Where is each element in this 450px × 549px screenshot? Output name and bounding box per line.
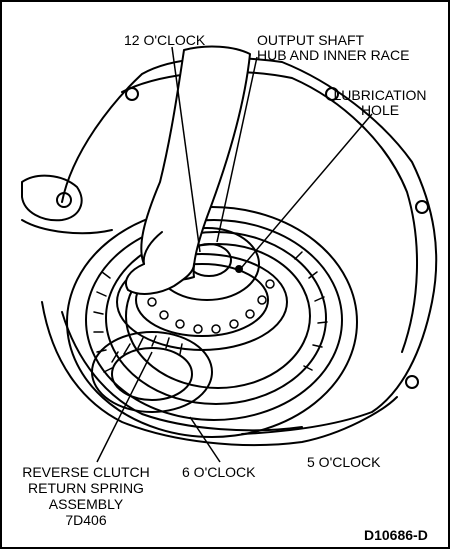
case-housing (61, 56, 438, 435)
return-spring-coils (111, 335, 183, 363)
label-output-shaft-line2: HUB AND INNER RACE (257, 47, 410, 63)
label-reverse-clutch-line3: ASSEMBLY (48, 496, 124, 512)
return-spring-assembly (91, 331, 213, 413)
case-bolt-boss (325, 87, 339, 101)
left-bracket (21, 174, 83, 222)
leader-lubrication-hole (241, 113, 373, 268)
clutch-drum-ring (125, 243, 311, 389)
clutch-drum-ring (66, 206, 358, 438)
label-reverse-clutch-line2: RETURN SPRING (28, 480, 144, 496)
bearing-ring-inner (135, 263, 269, 337)
technician-forearm (140, 45, 251, 281)
lubrication-hole (235, 265, 243, 273)
bottom-flange (41, 301, 398, 447)
label-lubrication-line1: LUBRICATION (333, 87, 427, 103)
label-twelve-oclock: 12 O'CLOCK (124, 32, 206, 48)
leader-reverse-clutch (96, 351, 153, 463)
label-reverse-clutch-line4: 7D406 (65, 512, 107, 528)
technician-thumb (142, 231, 163, 265)
technician-fingers (125, 263, 195, 295)
figure-id: D10686-D (364, 527, 428, 543)
return-spring-assembly-inner (111, 347, 193, 401)
label-reverse-clutch-line1: REVERSE CLUTCH (22, 464, 150, 480)
case-bolt-boss (415, 200, 429, 214)
clutch-plate-teeth (93, 251, 328, 373)
label-five-oclock: 5 O'CLOCK (307, 454, 381, 470)
case-bolt-boss (405, 375, 419, 389)
leader-six-oclock (189, 416, 221, 463)
bottom-flange-inner (61, 311, 303, 432)
left-bracket-bolt (56, 192, 72, 208)
leader-twelve-oclock (171, 46, 201, 253)
label-six-oclock: 6 O'CLOCK (182, 464, 256, 480)
label-lubrication-line2: HOLE (360, 102, 400, 118)
clutch-drum-ring (105, 231, 327, 405)
leader-output-shaft (216, 56, 258, 243)
label-output-shaft-line1: OUTPUT SHAFT (257, 32, 365, 48)
clutch-drum-ring (85, 219, 343, 421)
left-bracket-arm (21, 219, 113, 235)
case-bolt-boss (125, 87, 139, 101)
